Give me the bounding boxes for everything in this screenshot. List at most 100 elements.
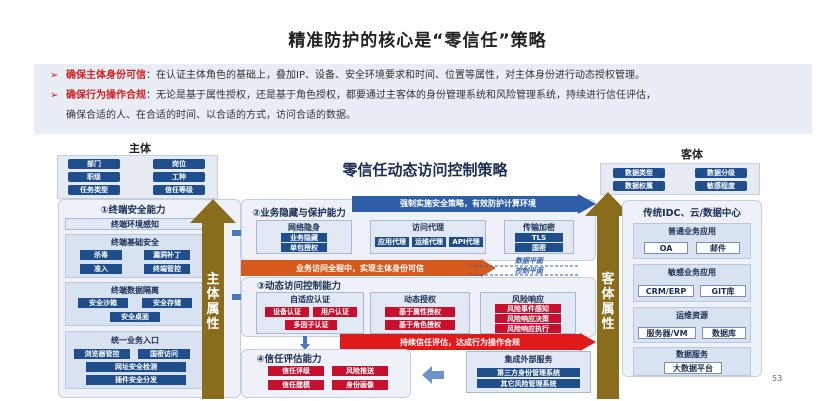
object-item: OA — [644, 242, 688, 254]
bullet-2-label: 确保行为操作合规 — [66, 90, 146, 101]
terminal-data-iso: 终端数据隔离 安全沙箱 安全存储 安全桌面 — [65, 282, 205, 326]
business-encrypt-title: 传输加密 — [523, 222, 555, 232]
bullet-1-label: 确保主体身份可信 — [66, 70, 146, 81]
back-arrow-icon — [422, 366, 444, 384]
bullet-1: 确保主体身份可信：在认证主体角色的基础上，叠加IP、设备、安全环境要求和时间、位… — [66, 69, 645, 82]
object-attr: 数据类型 — [613, 168, 665, 178]
object-item: 邮件 — [696, 242, 740, 254]
object-label: 客体 — [681, 148, 703, 161]
subject-attr: 部门 — [68, 159, 120, 169]
bullet-arrow-icon: ➢ — [50, 70, 59, 81]
subject-attr: 职级 — [68, 172, 120, 182]
object-group: 普通业务应用 OA 邮件 — [633, 223, 751, 259]
object-attrs-panel: 数据类型 数据分级 数据权属 敏感程度 — [600, 163, 760, 195]
strong-policy-arrow — [352, 194, 596, 214]
trust-external-item: 第三方身份管理系统 — [477, 368, 580, 377]
business-proxy-item: 运维代理 — [412, 237, 446, 247]
dynamic-auth-item: 用户认证 — [313, 307, 357, 317]
dynamic-risk-item: 风险响应执行 — [495, 324, 561, 333]
trust-item: 信任建模 — [268, 380, 324, 390]
subject-attr-label: 主体属性 — [206, 272, 220, 332]
terminal-unified-item: 网址安全检测 — [86, 362, 186, 372]
subject-attr: 信任等级 — [153, 185, 205, 195]
object-item: 服务器/VM — [638, 327, 696, 339]
object-item: CRM/ERP — [638, 285, 694, 297]
plane-lines — [470, 265, 578, 276]
object-item: GIT库 — [700, 285, 746, 297]
page-number: 53 — [772, 374, 783, 383]
connector-down-icon — [300, 336, 310, 350]
subject-label: 主体 — [129, 142, 151, 155]
strong-policy-text: 强制实施安全策略，有效防护计算环境 — [400, 199, 536, 208]
trust-external-title: 集成外部服务 — [504, 354, 553, 364]
terminal-basic-item: 准入 — [80, 264, 122, 274]
identity-arrow-text: 业务访问全程中，实现主体身份可信 — [296, 263, 424, 273]
object-group: 数据服务 大数据平台 — [633, 347, 751, 376]
bullet-arrow-icon: ➢ — [50, 90, 59, 101]
business-encrypt: 传输加密 TLS 国密 — [504, 220, 574, 254]
object-group: 运维资源 服务器/VM 数据库 — [633, 307, 751, 343]
subject-attr: 工种 — [153, 172, 205, 182]
object-group-title: 运维资源 — [676, 311, 708, 320]
terminal-basic-item: 杀毒 — [80, 250, 122, 260]
subject-attr-arrow — [190, 199, 236, 399]
terminal-data-iso-item: 安全存储 — [142, 298, 192, 308]
subject-attr: 任务类型 — [68, 185, 120, 195]
business-proxy-item: 应用代理 — [375, 237, 409, 247]
business-encrypt-item: 国密 — [515, 243, 563, 252]
center-title: 零信任动态访问控制策略 — [342, 160, 508, 179]
dynamic-authz-title: 动态授权 — [404, 294, 436, 304]
data-plane-label: 数据平面 — [515, 257, 543, 265]
dynamic-risk: 风险响应 风险事件感知 风险响应决策 风险响应执行 — [480, 292, 576, 334]
object-item: 数据库 — [702, 327, 746, 339]
trust-item: 信任评级 — [268, 366, 324, 376]
dynamic-auth: 自适应认证 设备认证 用户认证 多因子认证 — [256, 292, 364, 334]
trust-item: 身份画像 — [332, 380, 388, 390]
dynamic-panel: ③动态访问控制能力 自适应认证 设备认证 用户认证 多因子认证 动态授权 基于属… — [241, 277, 596, 337]
trust-header: ④信任评估能力 — [256, 353, 322, 365]
business-hide: 网络隐身 业务隐藏 单包授权 — [256, 220, 352, 254]
dynamic-auth-item: 设备认证 — [265, 307, 309, 317]
dynamic-authz: 动态授权 基于属性授权 基于角色授权 — [370, 292, 470, 334]
business-hide-item: 单包授权 — [281, 243, 327, 252]
object-attr: 数据权属 — [613, 181, 665, 191]
terminal-unified-item: 浏览器管控 — [74, 349, 130, 359]
terminal-unified-item: 国密访问 — [138, 349, 190, 359]
trust-arrow — [340, 333, 596, 351]
business-encrypt-item: TLS — [515, 233, 563, 242]
intro-box: ➢ 确保主体身份可信：在认证主体角色的基础上，叠加IP、设备、安全环境要求和时间… — [34, 64, 812, 134]
control-plane-label: 控制平面 — [515, 267, 543, 275]
business-proxy-title: 访问代理 — [412, 222, 444, 232]
object-group-title: 敏感业务应用 — [668, 268, 716, 277]
trust-item: 风险推送 — [332, 366, 388, 376]
dynamic-risk-title: 风险响应 — [512, 294, 544, 304]
object-attr: 敏感程度 — [695, 181, 747, 191]
object-item: 大数据平台 — [664, 362, 722, 374]
dynamic-auth-title: 自适应认证 — [290, 294, 330, 304]
terminal-basic-item: 终端管控 — [144, 264, 190, 274]
subject-attrs-panel: 部门 岗位 职级 工种 任务类型 信任等级 — [57, 155, 218, 199]
business-header: ②业务隐藏与保护能力 — [252, 207, 346, 219]
terminal-header: ①终端安全能力 — [100, 204, 166, 216]
object-group-title: 数据服务 — [676, 350, 708, 359]
objects-panel: 传统IDC、云/数据中心 普通业务应用 OA 邮件 敏感业务应用 CRM/ERP… — [622, 200, 762, 377]
identity-arrow — [241, 259, 496, 277]
object-attr-arrow — [585, 192, 631, 399]
terminal-basic-item: 漏洞补丁 — [144, 250, 190, 260]
terminal-data-iso-item: 安全沙箱 — [78, 298, 128, 308]
dynamic-risk-item: 风险响应决策 — [495, 314, 561, 323]
subject-attr: 岗位 — [153, 159, 205, 169]
bullet-2: 确保行为操作合规：无论是基于属性授权，还是基于角色授权，都要通过主客体的身份管理… — [66, 89, 656, 102]
business-hide-title: 网络隐身 — [288, 222, 320, 232]
trust-panel: ④信任评估能力 信任评级 风险推送 信任建模 身份画像 — [241, 349, 411, 398]
trust-arrow-text: 持续信任评估，达成行为操作合规 — [400, 337, 520, 347]
terminal-unified-item: 插件安全分发 — [86, 375, 186, 385]
business-proxy-item: API代理 — [449, 237, 483, 247]
object-group-title: 普通业务应用 — [668, 227, 716, 236]
trust-external: 集成外部服务 第三方身份管理系统 其它风险管理系统 — [466, 351, 591, 393]
trust-external-item: 其它风险管理系统 — [477, 379, 580, 388]
objects-header: 传统IDC、云/数据中心 — [643, 207, 741, 219]
terminal-env: 终端环境感知 — [65, 218, 205, 230]
object-attr-label: 客体属性 — [601, 272, 615, 332]
dynamic-header: ③动态访问控制能力 — [256, 280, 342, 292]
